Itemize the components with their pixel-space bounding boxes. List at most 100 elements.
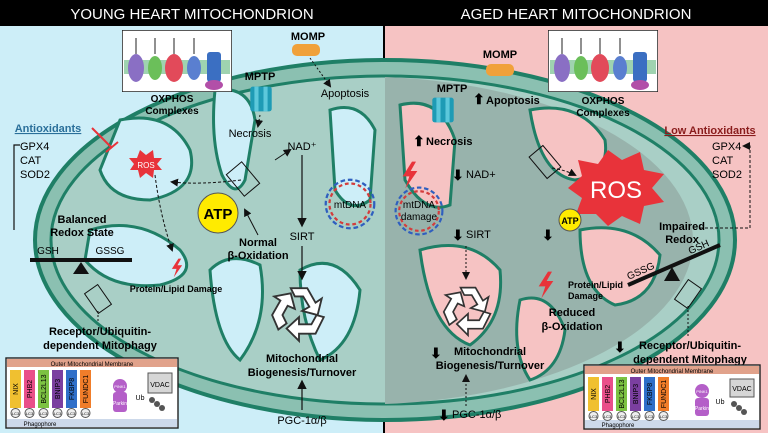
aged-damage-2: Damage xyxy=(568,291,603,301)
aged-atp-label: ATP xyxy=(561,216,578,226)
young-lc3-marker xyxy=(52,408,63,418)
young-oxidation-2: β-Oxidation xyxy=(227,250,288,262)
aged-lc3-marker xyxy=(616,411,627,421)
young-antioxidants-label: Antioxidants xyxy=(15,123,82,135)
young-receptor-bnip3 xyxy=(52,370,63,408)
aged-receptor-fkbp8 xyxy=(644,377,655,411)
svg-text:Ub: Ub xyxy=(716,399,725,406)
aged-lc3-label: LC3 xyxy=(646,414,654,419)
aged-receptor-phb2 xyxy=(602,377,613,411)
young-lc3-marker xyxy=(80,408,91,418)
aged-mtdna-damage-1: mtDNA xyxy=(403,200,436,211)
aged-pgc-label: PGC-1α/β xyxy=(452,409,501,421)
aged-damage-1: Protein/Lipid xyxy=(568,280,623,290)
svg-text:PINK1: PINK1 xyxy=(696,389,708,394)
young-lc3-label: LC3 xyxy=(40,411,48,416)
aged-lc3-label: LC3 xyxy=(660,414,668,419)
young-pgc-label: PGC-1α/β xyxy=(277,415,326,427)
young-antioxidant-gpx4: GPX4 xyxy=(20,141,49,153)
young-gsh: GSH xyxy=(37,246,59,257)
aged-mitophagy-1: Receptor/Ubiquitin- xyxy=(639,340,741,352)
aged-receptor-fundc1 xyxy=(658,377,669,411)
svg-text:VDAC: VDAC xyxy=(150,382,169,389)
svg-text:Parkin: Parkin xyxy=(113,401,127,407)
young-necrosis-label: Necrosis xyxy=(229,128,272,140)
young-receptor-fundc1 xyxy=(80,370,91,408)
svg-text:⬇: ⬇ xyxy=(430,345,442,361)
aged-redox-2: Redox xyxy=(665,234,700,246)
young-lc3-marker xyxy=(24,408,35,418)
aged-panel-title: AGED HEART MITOCHONDRION xyxy=(461,6,692,23)
young-mptp-icon xyxy=(250,86,272,112)
young-redox-2: Redox State xyxy=(50,227,114,239)
young-antioxidant-sod2: SOD2 xyxy=(20,169,50,181)
aged-lc3-marker xyxy=(602,411,613,421)
cristae-young xyxy=(83,87,377,363)
aged-oxphos-label-1: OXPHOS xyxy=(582,96,625,107)
aged-apoptosis-label: Apoptosis xyxy=(486,95,540,107)
young-lc3-label: LC3 xyxy=(12,411,20,416)
aged-receptor-label: BCL2L13 xyxy=(619,379,626,408)
young-receptor-label: NIX xyxy=(13,383,20,395)
aged-receptor-group: NIXLC3PHB2LC3BCL2L13LC3BNIP3LC3FKBP8LC3F… xyxy=(588,377,669,421)
aged-lc3-marker xyxy=(644,411,655,421)
svg-text:⬆: ⬆ xyxy=(413,133,425,149)
aged-nad-label: NAD+ xyxy=(466,169,496,181)
young-lc3-label: LC3 xyxy=(26,411,34,416)
aged-receptor-label: BNIP3 xyxy=(633,384,640,404)
aged-biogenesis-1: Mitochondrial xyxy=(454,346,526,358)
young-antioxidant-cat: CAT xyxy=(20,155,41,167)
svg-text:⬇: ⬇ xyxy=(614,339,626,355)
aged-antioxidant-sod2: SOD2 xyxy=(712,169,742,181)
aged-receptor-label: FUNDC1 xyxy=(661,380,668,408)
svg-text:Outer Mitochondrial Membrane: Outer Mitochondrial Membrane xyxy=(51,362,134,368)
aged-necrosis-label: Necrosis xyxy=(426,136,472,148)
young-lc3-marker xyxy=(38,408,49,418)
young-damage-label: Protein/Lipid Damage xyxy=(130,284,223,294)
young-lc3-label: LC3 xyxy=(82,411,90,416)
aged-receptor-label: PHB2 xyxy=(605,385,612,403)
young-nad-label: NAD⁺ xyxy=(287,141,316,153)
aged-lc3-label: LC3 xyxy=(604,414,612,419)
aged-sirt-label: SIRT xyxy=(466,229,491,241)
aged-momp-label: MOMP xyxy=(483,49,517,61)
aged-lc3-label: LC3 xyxy=(632,414,640,419)
aged-mitophagy-2: dependent Mitophagy xyxy=(633,354,748,366)
aged-receptor-bcl2l13 xyxy=(616,377,627,411)
young-biogenesis-1: Mitochondrial xyxy=(266,353,338,365)
svg-text:Ub: Ub xyxy=(136,395,145,402)
svg-text:PINK1: PINK1 xyxy=(114,384,126,389)
young-mitophagy-1: Receptor/Ubiquitin- xyxy=(49,326,151,338)
young-apoptosis-label: Apoptosis xyxy=(321,88,370,100)
svg-text:⬇: ⬇ xyxy=(438,407,450,423)
aged-antioxidant-cat: CAT xyxy=(712,155,733,167)
aged-lc3-marker xyxy=(588,411,599,421)
aged-receptor-bnip3 xyxy=(630,377,641,411)
young-receptor-label: BCL2L13 xyxy=(41,374,48,403)
aged-mtdna-damage-2: damage xyxy=(401,212,438,223)
aged-oxidation-1: Reduced xyxy=(549,307,595,319)
young-oxphos-label-2: Complexes xyxy=(145,106,199,117)
young-oxphos-label-1: OXPHOS xyxy=(151,94,194,105)
young-ros-label: ROS xyxy=(137,161,154,170)
young-receptor-label: BNIP3 xyxy=(55,379,62,399)
young-receptor-nix xyxy=(10,370,21,408)
svg-text:Phagophore: Phagophore xyxy=(24,422,57,428)
young-lc3-marker xyxy=(66,408,77,418)
svg-text:Parkin: Parkin xyxy=(695,406,709,412)
svg-text:⬇: ⬇ xyxy=(452,167,464,183)
young-receptor-label: FUNDC1 xyxy=(83,375,90,403)
aged-lc3-label: LC3 xyxy=(590,414,598,419)
young-atp-label: ATP xyxy=(204,206,233,223)
young-atp xyxy=(197,192,239,234)
young-redox-1: Balanced xyxy=(58,214,107,226)
svg-text:VDAC: VDAC xyxy=(732,386,751,393)
aged-oxidation-2: β-Oxidation xyxy=(541,321,602,333)
aged-atp xyxy=(558,208,582,232)
young-momp-icon xyxy=(292,44,320,56)
aged-lc3-marker xyxy=(630,411,641,421)
young-lc3-label: LC3 xyxy=(68,411,76,416)
aged-receptor-label: FKBP8 xyxy=(647,383,654,405)
aged-redox-1: Impaired xyxy=(659,221,705,233)
svg-text:⬆: ⬆ xyxy=(473,91,485,107)
